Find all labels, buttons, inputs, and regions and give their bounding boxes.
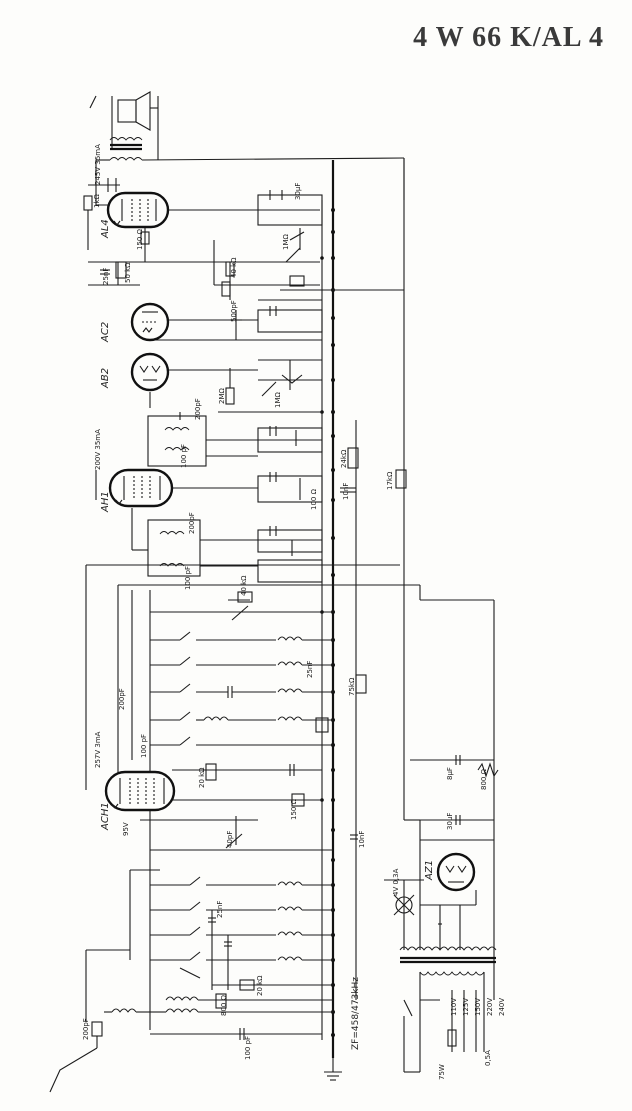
label-17k: 17kΩ bbox=[386, 471, 394, 490]
antenna-input bbox=[49, 949, 333, 1093]
label-150: 150 Ω bbox=[136, 228, 144, 250]
label-200pf-in: 200pF bbox=[82, 1018, 90, 1040]
ab2-tube bbox=[130, 352, 170, 392]
label-10nf: 10nF bbox=[358, 831, 366, 848]
ach1-supply-label: 257V 3mA bbox=[94, 731, 102, 768]
ach1-bias-label: 95V bbox=[122, 822, 130, 836]
power-supply bbox=[384, 819, 494, 950]
ach1-tube bbox=[104, 770, 176, 812]
tube-label-ab2: AB2 bbox=[100, 368, 111, 389]
al4-supply-label: 245V 35mA bbox=[94, 144, 102, 185]
ab2-stage bbox=[149, 359, 322, 413]
tap-110v: 110V bbox=[450, 998, 458, 1016]
label-100pf-osc: 100 pF bbox=[140, 734, 148, 758]
tube-label-al4: AL4 bbox=[100, 219, 111, 239]
label-200pf-a: 200pF bbox=[194, 398, 202, 420]
output-transformer bbox=[96, 137, 405, 200]
tone-network bbox=[257, 190, 404, 301]
tube-label-ac2: AC2 bbox=[100, 322, 111, 343]
label-30uf-top: 30μF bbox=[294, 183, 302, 200]
al4-stage bbox=[83, 160, 320, 300]
label-30uf-bottom: 30μF bbox=[446, 813, 454, 830]
ah1-tube bbox=[108, 468, 174, 508]
label-1m-top: 1MΩ bbox=[282, 234, 290, 250]
ground-symbol bbox=[324, 1058, 342, 1081]
label-200pf-b: 200pF bbox=[188, 512, 196, 534]
tap-240v: 240V bbox=[498, 998, 506, 1016]
label-100pf-b: 100 pF bbox=[184, 566, 192, 590]
label-30k: 40 kΩ bbox=[240, 575, 248, 596]
label-25nf-osc: 25nF bbox=[306, 661, 314, 678]
loudspeaker bbox=[89, 91, 159, 160]
label-1k: 1kΩ bbox=[93, 193, 101, 208]
label-100pf-in: 100 pF bbox=[244, 1036, 252, 1060]
label-100pf-a: 100 pF bbox=[180, 444, 188, 468]
if-transformer-2 bbox=[147, 412, 323, 467]
label-2m: 2MΩ bbox=[218, 388, 226, 404]
lamp-label: 4V 0,3A bbox=[392, 868, 400, 896]
ac2-tube bbox=[130, 302, 170, 342]
tap-220v: 220V bbox=[486, 998, 494, 1016]
label-40k-top: 40 kΩ bbox=[230, 257, 238, 278]
tube-label-ah1: AH1 bbox=[100, 491, 111, 513]
label-100-ah1: 100 Ω bbox=[310, 488, 318, 510]
oscillator-section bbox=[85, 564, 495, 1000]
ach1-stage bbox=[172, 755, 499, 825]
band-switch-oscillator bbox=[150, 631, 367, 746]
label-150-ach1: 150 Ω bbox=[290, 798, 298, 820]
mains-transformer bbox=[399, 946, 497, 1073]
ah1-supply-label: 200V 35mA bbox=[94, 429, 102, 470]
ah1-stage bbox=[95, 447, 407, 551]
label-800: 800 Ω bbox=[220, 994, 228, 1016]
label-25nf-in: 25nF bbox=[216, 901, 224, 918]
if-frequency-label: ZF=458/473kHz bbox=[351, 977, 361, 1050]
label-20nf: 10nF bbox=[342, 483, 350, 500]
tap-150v: 150V bbox=[474, 998, 482, 1016]
label-1m-mid: 1MΩ bbox=[274, 392, 282, 408]
label-25nf: 25nF bbox=[102, 268, 110, 285]
label-300pf: 200pF bbox=[118, 688, 126, 710]
label-20k-ach1: 20 kΩ bbox=[198, 767, 206, 788]
mains-power-label: 75W bbox=[438, 1064, 446, 1080]
label-500pf: 500pF bbox=[230, 300, 238, 322]
fuse-label: 0,5A bbox=[484, 1050, 492, 1066]
band-switch-input bbox=[129, 816, 358, 991]
label-800-field: 800 Ω bbox=[480, 768, 488, 790]
label-75k: 75kΩ bbox=[348, 677, 356, 696]
bus-junctions bbox=[320, 208, 335, 1037]
al4-tube bbox=[106, 191, 170, 229]
label-40pf: 40pF bbox=[226, 831, 234, 848]
tube-label-az1: AZ1 bbox=[424, 860, 435, 881]
if-transformer-1 bbox=[147, 519, 323, 583]
ac2-stage bbox=[150, 306, 323, 341]
label-24k: 24kΩ bbox=[340, 449, 348, 468]
schematic-title: 4 W 66 K/AL 4 bbox=[413, 22, 604, 53]
tube-label-ach1: ACH1 bbox=[100, 802, 111, 831]
label-8uf: 8μF bbox=[446, 767, 454, 780]
az1-tube bbox=[436, 852, 476, 892]
label-20k-in: 20 kΩ bbox=[256, 975, 264, 996]
tap-125v: 125V bbox=[462, 998, 470, 1016]
label-50k: 50 kΩ bbox=[124, 262, 132, 283]
